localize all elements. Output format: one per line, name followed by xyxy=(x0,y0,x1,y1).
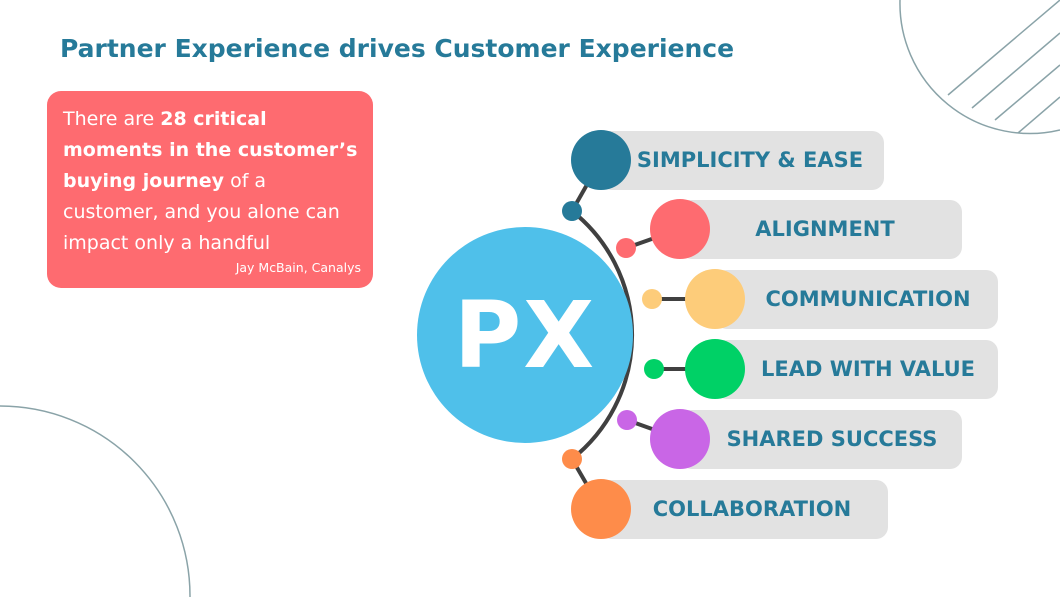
page-title: Partner Experience drives Customer Exper… xyxy=(60,34,735,63)
pill-communication xyxy=(715,269,998,329)
diagonal-stripe xyxy=(994,64,1060,121)
node-dot-lead-with-value xyxy=(644,359,664,379)
item-circle-communication xyxy=(685,269,745,329)
item-circle-collaboration xyxy=(571,479,631,539)
item-circle-simplicity-and-ease xyxy=(571,130,631,190)
quote-emphasis: 28 critical moments in the customer’s bu… xyxy=(63,108,358,192)
quote-text: There are 28 critical moments in the cus… xyxy=(63,104,363,259)
node-dot-communication xyxy=(642,289,662,309)
node-dot-simplicity-and-ease xyxy=(562,201,582,221)
item-circle-lead-with-value xyxy=(685,339,745,399)
pill-shared-success xyxy=(680,409,962,469)
px-hub-label: PX xyxy=(453,281,597,389)
pill-collaboration xyxy=(600,479,888,539)
item-circle-alignment xyxy=(650,199,710,259)
pill-label-communication: COMMUNICATION xyxy=(765,286,971,311)
node-dot-alignment xyxy=(616,238,636,258)
quote-card: There are 28 critical moments in the cus… xyxy=(47,91,373,288)
node-dot-shared-success xyxy=(617,410,637,430)
quote-prefix: There are xyxy=(63,108,161,130)
pill-label-collaboration: COLLABORATION xyxy=(652,496,852,521)
pill-label-lead-with-value: LEAD WITH VALUE xyxy=(760,356,976,381)
item-circle-shared-success xyxy=(650,409,710,469)
pill-label-alignment: ALIGNMENT xyxy=(755,216,895,241)
diagonal-stripe xyxy=(947,0,1060,96)
pill-label-shared-success: SHARED SUCCESS xyxy=(726,426,938,451)
top-right-arc xyxy=(899,0,1060,135)
diagonal-stripe xyxy=(1017,96,1060,134)
quote-suffix: of a customer, and you alone can impact … xyxy=(63,170,340,254)
pill-simplicity-and-ease xyxy=(600,130,884,190)
pill-alignment xyxy=(680,199,962,259)
quote-source: Jay McBain, Canalys xyxy=(235,260,361,275)
px-hub-circle: PX xyxy=(417,227,633,443)
node-dot-collaboration xyxy=(562,449,582,469)
bottom-left-arc xyxy=(0,405,191,597)
pill-label-simplicity-and-ease: SIMPLICITY & EASE xyxy=(636,147,864,172)
pill-lead-with-value xyxy=(715,339,998,399)
diagonal-stripe xyxy=(971,32,1060,109)
